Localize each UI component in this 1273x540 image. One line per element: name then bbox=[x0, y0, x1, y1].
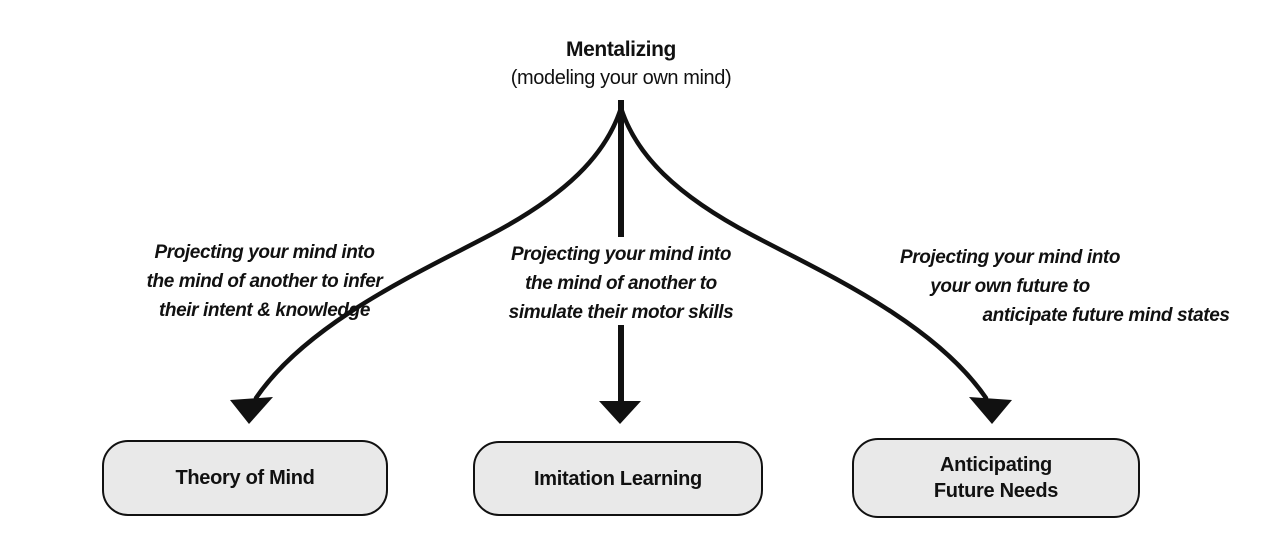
edge-label-line: Projecting your mind into bbox=[510, 244, 732, 265]
title-block: Mentalizing (modeling your own mind) bbox=[511, 38, 732, 90]
node-label: Theory of Mind bbox=[175, 467, 315, 489]
edge-label-line: Projecting your mind into bbox=[899, 247, 1121, 268]
edge-label-line: simulate their motor skills bbox=[508, 302, 734, 323]
arrowhead-middle bbox=[599, 401, 641, 424]
edge-label-line: the mind of another to infer bbox=[146, 271, 383, 292]
connector-left-curve bbox=[253, 105, 624, 401]
edge-label-anticipating-future-needs: Projecting your mind into your own futur… bbox=[865, 243, 1230, 330]
diagram-subtitle: (modeling your own mind) bbox=[510, 67, 732, 89]
node-theory-of-mind: Theory of Mind bbox=[102, 440, 388, 516]
arrowhead-right bbox=[969, 397, 1012, 424]
arrowhead-left bbox=[230, 397, 273, 424]
edge-label-line: Projecting your mind into bbox=[154, 242, 375, 263]
node-label: Anticipating Future Needs bbox=[933, 454, 1059, 502]
connector-right-curve bbox=[618, 105, 989, 401]
node-imitation-learning: Imitation Learning bbox=[473, 441, 763, 516]
edge-label-line: anticipate future mind states bbox=[982, 305, 1230, 326]
node-label: Imitation Learning bbox=[534, 467, 702, 490]
edge-label-line: their intent & knowledge bbox=[158, 300, 371, 321]
edge-label-line: your own future to bbox=[930, 276, 1090, 297]
edge-label-line: the mind of another to bbox=[525, 273, 717, 294]
edge-label-imitation-learning: Projecting your mind into the mind of an… bbox=[446, 240, 796, 327]
edge-label-theory-of-mind: Projecting your mind into the mind of an… bbox=[77, 238, 452, 325]
node-anticipating-future-needs: Anticipating Future Needs bbox=[852, 438, 1140, 518]
diagram-title: Mentalizing bbox=[566, 38, 676, 61]
